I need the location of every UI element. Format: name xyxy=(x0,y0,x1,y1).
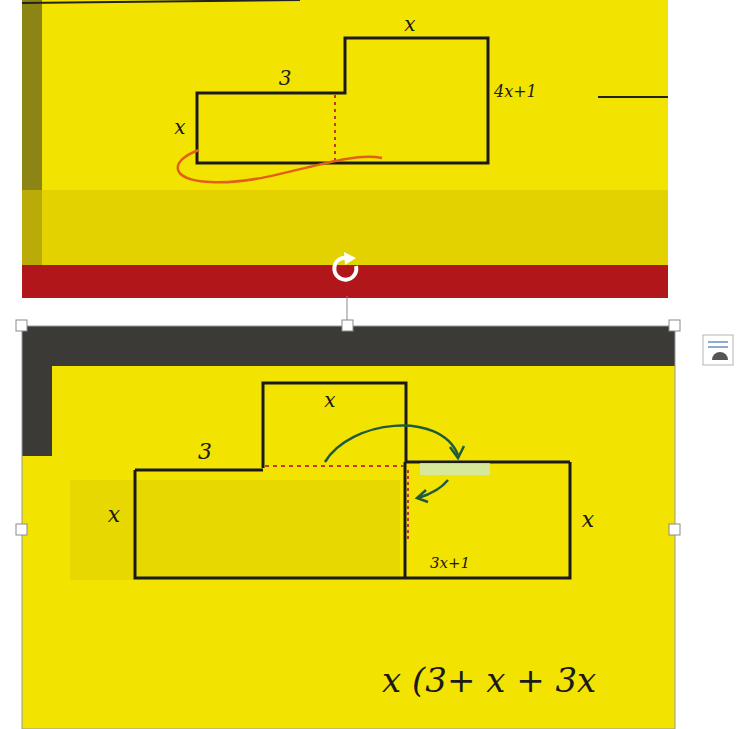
l-shape xyxy=(197,38,488,163)
dimension-label: x xyxy=(582,509,594,531)
green-arrow xyxy=(325,426,458,462)
rotate-stem xyxy=(347,296,348,320)
edge-line xyxy=(22,0,300,3)
photo-shadow xyxy=(22,326,675,366)
photo-shadow xyxy=(22,190,668,265)
rectangle xyxy=(135,462,570,578)
photo-shadow xyxy=(70,480,400,580)
paper-photo xyxy=(22,0,668,298)
arrow-head xyxy=(450,446,464,458)
dimension-label: 3 xyxy=(279,68,292,88)
orange-arrow xyxy=(178,150,382,182)
dash-line xyxy=(598,96,668,98)
area-expression: x (3+ x + 3x xyxy=(382,663,596,697)
top-square xyxy=(263,383,570,468)
selection-frame xyxy=(22,326,675,729)
layout-options-icon xyxy=(703,335,733,365)
dimension-label: x xyxy=(174,117,185,137)
selection-handles xyxy=(16,320,680,535)
green-arrow xyxy=(418,480,448,498)
dotted-cut xyxy=(265,465,404,467)
dimension-label: x xyxy=(404,14,415,34)
dotted-cut xyxy=(407,470,409,540)
dotted-cut xyxy=(334,95,336,161)
divider xyxy=(404,462,407,578)
dimension-label: 3 xyxy=(198,441,212,463)
rotate-handle xyxy=(334,252,356,280)
arrow-head xyxy=(417,490,428,502)
dimension-label: x xyxy=(108,504,120,526)
paper-photo xyxy=(22,326,675,729)
highlight xyxy=(420,463,490,475)
dimension-label: 3x+1 xyxy=(430,556,470,571)
photo-shadow xyxy=(22,326,52,456)
dimension-label: 4x+1 xyxy=(494,84,537,100)
dimension-label: x xyxy=(324,390,335,410)
